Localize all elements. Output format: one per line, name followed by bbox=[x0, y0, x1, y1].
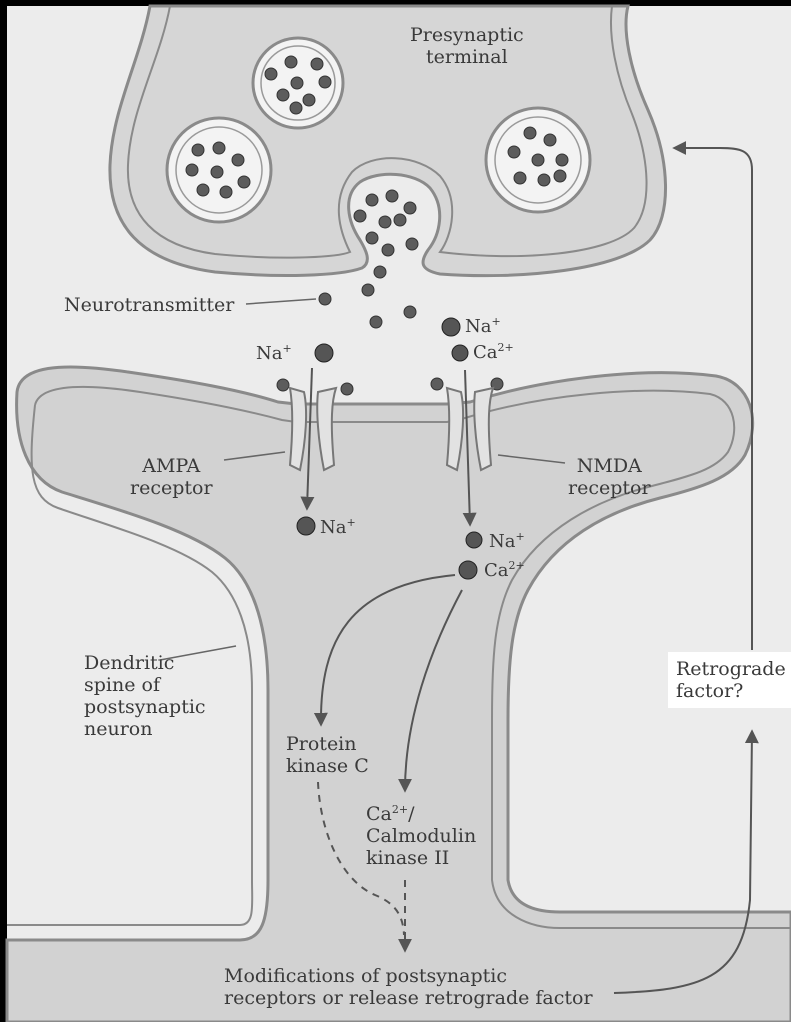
na-charge: + bbox=[491, 315, 500, 328]
ca-charge: 2+ bbox=[498, 341, 514, 354]
neurotransmitter-label: Neurotransmitter bbox=[64, 294, 234, 316]
ampa-receptor-label: AMPA receptor bbox=[130, 455, 213, 499]
ca-ion-label-nmda-top: Ca2+ bbox=[473, 342, 514, 364]
presynaptic-terminal-label: Presynaptic terminal bbox=[410, 24, 524, 68]
nmda-label-line-2: receptor bbox=[568, 477, 651, 499]
ca-symbol: Ca bbox=[484, 560, 509, 581]
ampa-label-line-1: AMPA bbox=[130, 455, 213, 477]
nmda-receptor-label: NMDA receptor bbox=[568, 455, 651, 499]
nmda-label-line-1: NMDA bbox=[568, 455, 651, 477]
dendritic-label-line-4: neuron bbox=[84, 718, 206, 740]
camk-label-line-1: Ca2+/ bbox=[366, 803, 476, 825]
na-symbol: Na bbox=[256, 343, 282, 364]
camk-label-line-3: kinase II bbox=[366, 847, 476, 869]
modifications-label: Modifications of postsynaptic receptors … bbox=[224, 965, 593, 1009]
retrograde-label-line-2: factor? bbox=[676, 680, 786, 702]
dendritic-label-line-1: Dendritic bbox=[84, 652, 206, 674]
na-ion-label-nmda-bottom: Na+ bbox=[489, 531, 525, 553]
na-ion-label-ampa-bottom: Na+ bbox=[320, 517, 356, 539]
camk-label: Ca2+/ Calmodulin kinase II bbox=[366, 803, 476, 869]
modifications-label-line-1: Modifications of postsynaptic bbox=[224, 965, 593, 987]
dendritic-label-line-3: postsynaptic bbox=[84, 696, 206, 718]
ca-charge: 2+ bbox=[392, 803, 408, 816]
na-symbol: Na bbox=[320, 517, 346, 538]
na-symbol: Na bbox=[489, 531, 515, 552]
retrograde-label-line-1: Retrograde bbox=[676, 658, 786, 680]
camk-label-line-2: Calmodulin bbox=[366, 825, 476, 847]
na-symbol: Na bbox=[465, 316, 491, 337]
na-charge: + bbox=[346, 516, 355, 529]
presynaptic-label-line-1: Presynaptic bbox=[410, 24, 524, 46]
na-charge: + bbox=[282, 342, 291, 355]
dendritic-label-line-2: spine of bbox=[84, 674, 206, 696]
camk-slash: / bbox=[408, 803, 414, 825]
pkc-label-line-2: kinase C bbox=[286, 755, 369, 777]
ca-charge: 2+ bbox=[509, 559, 525, 572]
retrograde-factor-label: Retrograde factor? bbox=[668, 652, 791, 708]
na-charge: + bbox=[515, 530, 524, 543]
na-ion-label-nmda-top: Na+ bbox=[465, 316, 501, 338]
ampa-label-line-2: receptor bbox=[130, 477, 213, 499]
protein-kinase-c-label: Protein kinase C bbox=[286, 733, 369, 777]
pkc-label-line-1: Protein bbox=[286, 733, 369, 755]
dendritic-spine-label: Dendritic spine of postsynaptic neuron bbox=[84, 652, 206, 740]
ca-ion-label-nmda-bottom: Ca2+ bbox=[484, 560, 525, 582]
ca-symbol: Ca bbox=[366, 803, 392, 825]
ca-symbol: Ca bbox=[473, 342, 498, 363]
presynaptic-label-line-2: terminal bbox=[410, 46, 524, 68]
na-ion-label-ampa-top: Na+ bbox=[256, 343, 292, 365]
modifications-label-line-2: receptors or release retrograde factor bbox=[224, 987, 593, 1009]
